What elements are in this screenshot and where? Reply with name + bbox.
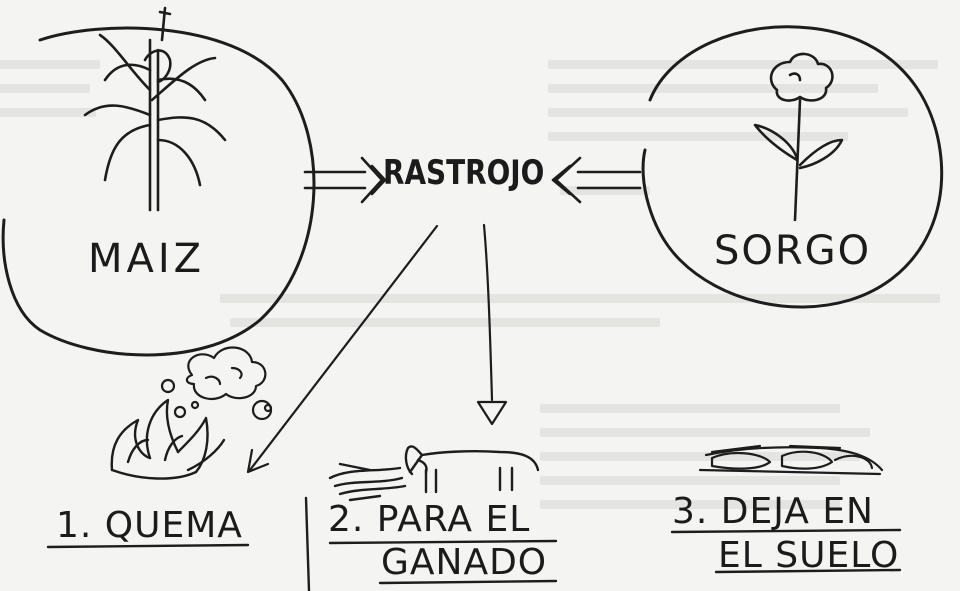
arrow-to-quema bbox=[246, 224, 439, 474]
arrow-maiz-to-rastrojo bbox=[303, 156, 387, 204]
arrow-to-ganado bbox=[476, 223, 508, 426]
quema-label: 1. QUEMA bbox=[56, 505, 243, 546]
sorgo-circle bbox=[641, 25, 944, 309]
suelo-label-line2: EL SUELO bbox=[718, 535, 900, 576]
suelo-label-line1: 3. DEJA EN bbox=[672, 491, 874, 532]
stubble-soil-icon bbox=[698, 444, 884, 476]
smoke-icon bbox=[160, 346, 273, 421]
ganado-label-line2: GANADO bbox=[381, 542, 548, 583]
livestock-icon bbox=[328, 445, 540, 502]
sorgo-label: SORGO bbox=[714, 228, 872, 274]
maiz-circle bbox=[1, 26, 316, 357]
ganado-underline bbox=[328, 539, 558, 585]
maiz-label: MAIZ bbox=[88, 236, 206, 282]
sorghum-plant-icon bbox=[753, 52, 844, 222]
ganado-label-line1: 2. PARA EL bbox=[328, 499, 531, 540]
column-separator bbox=[304, 496, 311, 591]
rastrojo-label: RASTROJO bbox=[383, 153, 545, 193]
corn-plant-icon bbox=[83, 6, 227, 212]
suelo-underline bbox=[670, 528, 902, 574]
flame-icon bbox=[110, 398, 226, 480]
quema-underline bbox=[46, 543, 250, 549]
arrow-sorgo-to-rastrojo bbox=[551, 156, 642, 204]
